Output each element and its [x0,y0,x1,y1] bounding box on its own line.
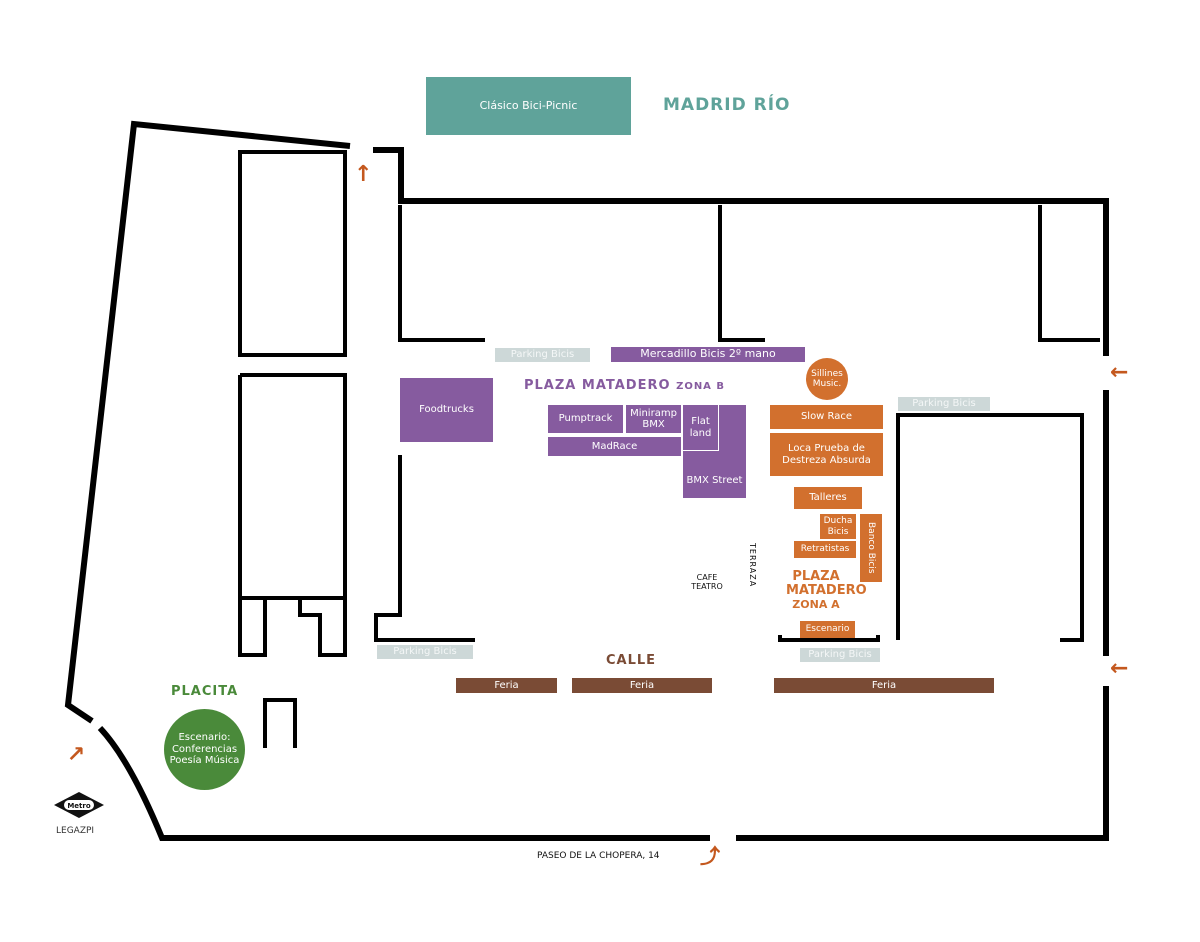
building-north-1 [398,205,485,342]
feria-3: Feria [774,678,994,693]
building-center [374,455,475,642]
pumptrack: Pumptrack [548,405,623,433]
zona-b-title: PLAZA MATADERO ZONA B [524,378,726,393]
outer-wall-east-2 [736,686,1109,841]
entrance-arrow-up-icon: ↑ [354,162,373,187]
parking-bicis: Parking Bicis [800,648,880,662]
sillines-music: Sillines Music. [806,358,848,400]
escenario: Escenario [800,621,855,638]
building-west-1 [238,150,347,357]
loca-prueba: Loca Prueba de Destreza Absurda [770,433,883,476]
building-east [896,413,1084,642]
retratistas: Retratistas [794,541,856,558]
metro-logo-icon: Metro [54,792,104,818]
stage-wall [778,635,880,642]
building-north-2 [718,205,765,342]
building-south [263,698,297,748]
parking-bicis: Parking Bicis [898,397,990,411]
banco-bicis: Banco Bicis [860,514,882,582]
outer-wall-north-2 [373,147,1109,356]
ducha-bicis: Ducha Bicis [820,514,856,539]
legazpi-label: LEGAZPI [56,826,95,836]
outer-wall-north [64,120,351,724]
entrance-arrow-left-icon: ← [1110,656,1129,681]
picnic-label: Clásico Bici-Picnic [479,98,578,112]
foodtrucks: Foodtrucks [400,378,493,442]
madrace: MadRace [548,437,681,456]
picnic-area: Clásico Bici-Picnic [426,77,631,135]
cafe-teatro-label: CAFE TEATRO [691,573,723,591]
svg-text:Metro: Metro [67,802,91,810]
address-label: PASEO DE LA CHOPERA, 14 [537,851,660,861]
building-west-2 [238,373,347,657]
flatland: Flat land [682,404,719,451]
mercadillo: Mercadillo Bicis 2º mano [611,347,805,362]
entrance-arrow-left-icon: ← [1110,360,1129,385]
placita-stage: Escenario: Conferencias Poesía Música [164,709,245,790]
feria-1: Feria [456,678,557,693]
calle-label: CALLE [606,653,657,668]
entrance-arrow-curve-icon: ⤴ [700,844,720,868]
slow-race: Slow Race [770,405,883,429]
miniramp-bmx: Miniramp BMX [626,405,681,433]
talleres: Talleres [794,487,862,509]
placita-title: PLACITA [171,684,239,699]
parking-bicis: Parking Bicis [495,348,590,362]
building-north-3 [1038,205,1100,342]
parking-bicis: Parking Bicis [377,645,473,659]
feria-2: Feria [572,678,712,693]
outer-wall-south [97,725,710,841]
madrid-rio-label: MADRID RÍO [663,95,791,115]
terraza-label: TERRAZA [748,543,757,588]
